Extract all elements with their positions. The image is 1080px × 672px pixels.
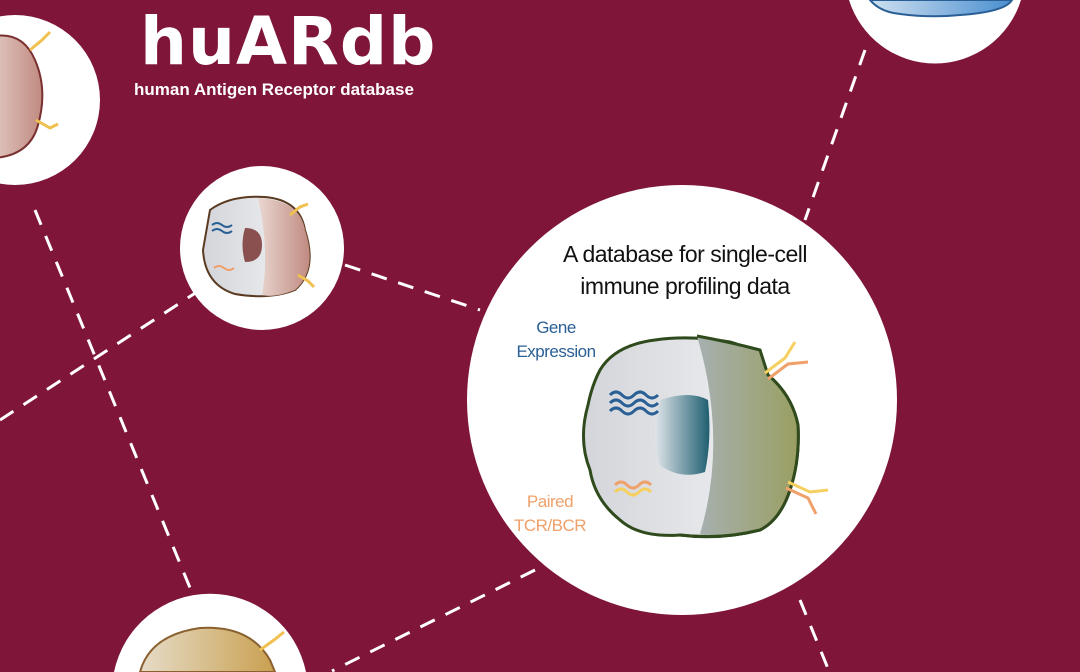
node-main [467,185,897,615]
nucleus [655,395,710,475]
gene-expression-label: Gene Expression [506,316,606,364]
tcr-label-line-1: Paired [526,492,574,511]
logo-subtitle: human Antigen Receptor database [134,80,414,99]
gene-label-line-1: Gene [536,318,576,337]
headline-line-1: A database for single-cell [563,241,808,267]
node-bottom [114,593,306,672]
node-top-left [0,15,100,185]
tcr-label-line-2: TCR/BCR [513,516,587,535]
hero-headline: A database for single-cell immune profil… [520,238,850,302]
gene-wave-icon [608,390,660,416]
receptor-wave-icon [613,480,653,497]
headline-line-2: immune profiling data [580,273,790,299]
paired-tcr-bcr-label: Paired TCR/BCR [500,490,600,538]
cell-hemisphere [697,336,799,537]
logo[interactable]: huARdb human Antigen Receptor database [134,2,437,100]
node-top-right [849,0,1021,64]
logo-title: huARdb [140,3,437,80]
antibody-icon [764,341,829,515]
dashed-connectors [0,49,867,672]
gene-label-line-2: Expression [516,342,596,361]
node-small [180,166,344,330]
